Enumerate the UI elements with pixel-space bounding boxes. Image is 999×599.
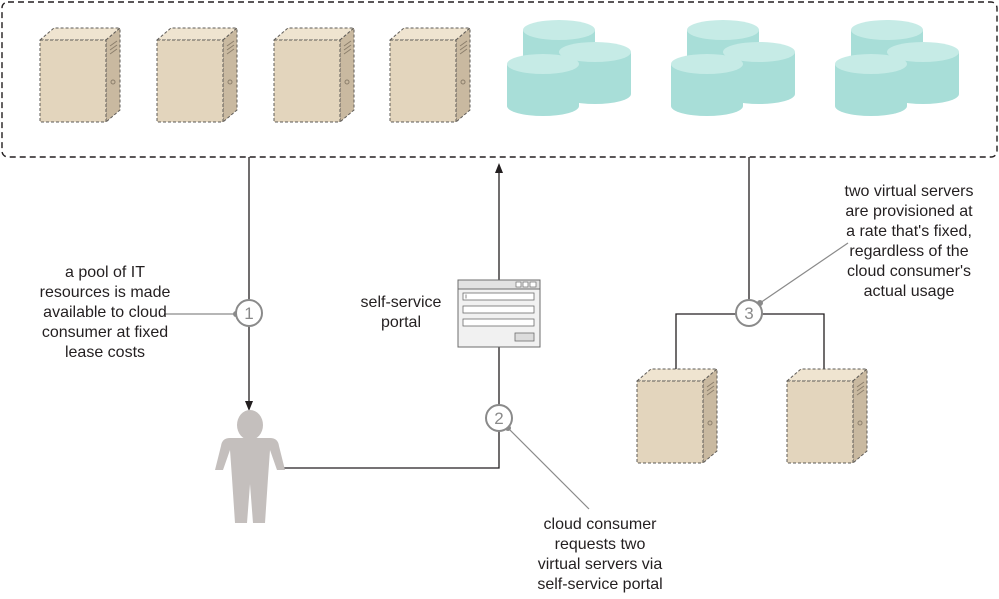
annotation-line: requests two: [554, 536, 646, 553]
database-icon: [671, 20, 795, 116]
server-icon: [389, 27, 471, 123]
server-icon: [156, 27, 238, 123]
step-marker-2: 2: [485, 404, 513, 432]
annotation-line: a rate that's fixed,: [846, 223, 972, 240]
server-icon: [273, 27, 355, 123]
annotation-line: available to cloud: [43, 304, 167, 321]
step-marker-3: 3: [735, 299, 763, 327]
server-icon: [39, 27, 121, 123]
database-icon: [507, 20, 631, 116]
consumer-to-portal-line: [284, 347, 500, 469]
annotation-line: regardless of the: [849, 243, 969, 260]
annotation-line: a pool of IT: [64, 264, 146, 281]
server-icon: [636, 368, 718, 464]
annotation-line: consumer at fixed: [41, 324, 169, 341]
annotation-line: portal: [380, 314, 422, 331]
annotation-line: two virtual servers: [844, 183, 974, 200]
resource-pool-container: [1, 1, 998, 158]
server-icon: [786, 368, 868, 464]
annotation-line: actual usage: [863, 283, 955, 300]
leader-line: [759, 242, 849, 304]
annotation-line: self-service portal: [537, 576, 663, 593]
portal-label: self-service portal: [346, 293, 456, 333]
request-annotation: cloud consumer requests two virtual serv…: [510, 515, 690, 595]
annotation-line: cloud consumer's: [847, 263, 971, 280]
annotation-line: lease costs: [64, 344, 146, 361]
annotation-line: virtual servers via: [537, 556, 663, 573]
self-service-portal-window-icon: [457, 279, 541, 348]
annotation-line: self-service: [360, 294, 442, 311]
annotation-line: are provisioned at: [845, 203, 973, 220]
annotation-line: cloud consumer: [543, 516, 657, 533]
step-number: 3: [744, 304, 753, 323]
annotation-line: resources is made: [39, 284, 171, 301]
cloud-consumer-icon: [215, 410, 285, 523]
database-icon: [835, 20, 959, 116]
step-number: 1: [244, 304, 253, 323]
step-number: 2: [494, 409, 503, 428]
step-marker-1: 1: [235, 299, 263, 327]
provision-annotation: two virtual servers are provisioned at a…: [822, 182, 996, 302]
leader-line: [507, 427, 590, 510]
pool-annotation: a pool of IT resources is made available…: [12, 263, 198, 363]
